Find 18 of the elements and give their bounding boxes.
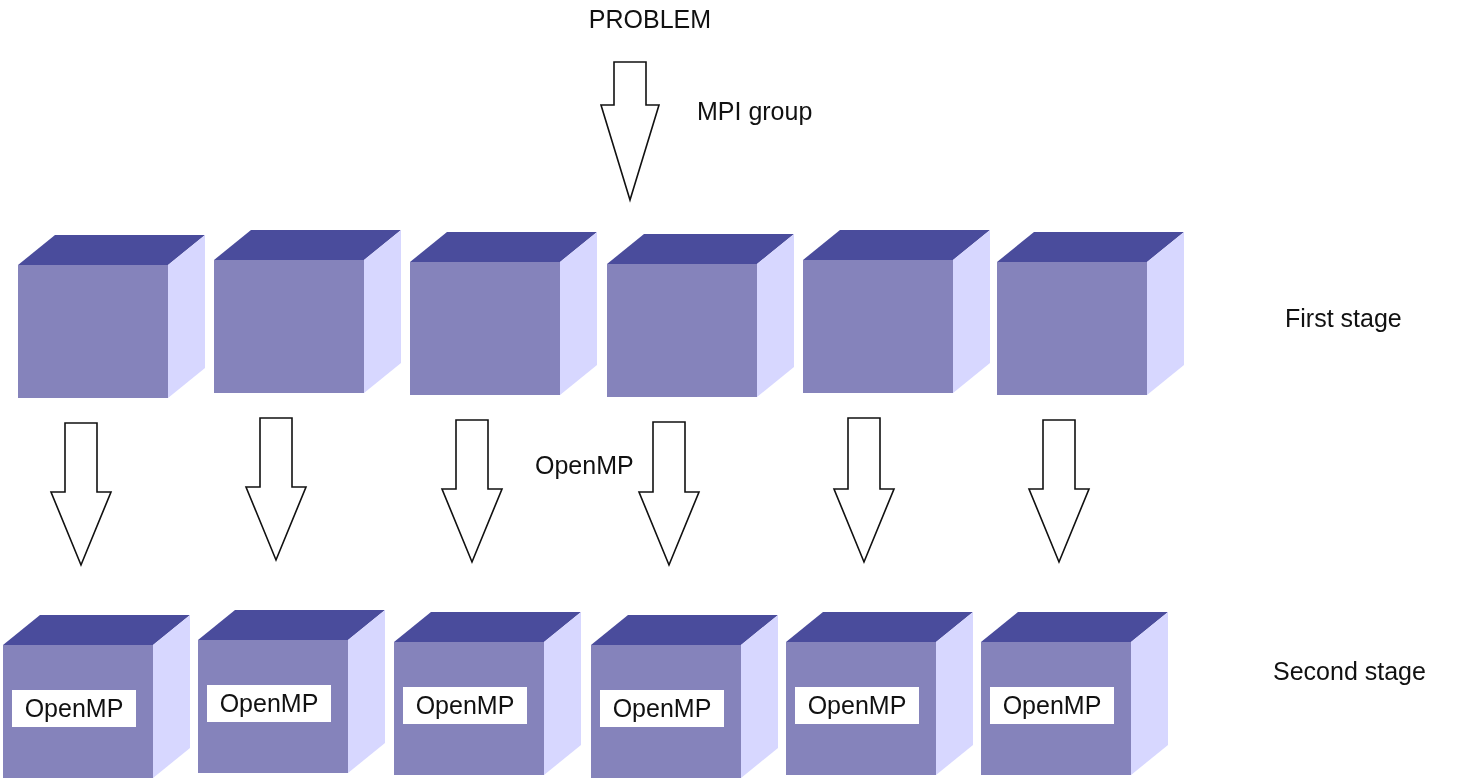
block-arrow	[599, 61, 661, 203]
annotation-label: OpenMP	[535, 453, 634, 478]
cube-label: OpenMP	[795, 687, 919, 724]
block-arrow	[49, 422, 113, 568]
cube-label: OpenMP	[12, 690, 136, 727]
cube-label: OpenMP	[990, 687, 1114, 724]
title-text: PROBLEM	[580, 6, 720, 32]
block-arrow	[244, 417, 308, 563]
block-arrow	[440, 419, 504, 565]
cube-label: OpenMP	[403, 687, 527, 724]
block-arrow	[637, 421, 701, 568]
cube-label: OpenMP	[600, 690, 724, 727]
stage-label: Second stage	[1273, 659, 1426, 684]
stage-label: First stage	[1285, 306, 1402, 331]
edge-label: MPI group	[697, 99, 813, 124]
block-arrow	[832, 417, 896, 565]
cube-label: OpenMP	[207, 685, 331, 722]
block-arrow	[1027, 419, 1091, 565]
